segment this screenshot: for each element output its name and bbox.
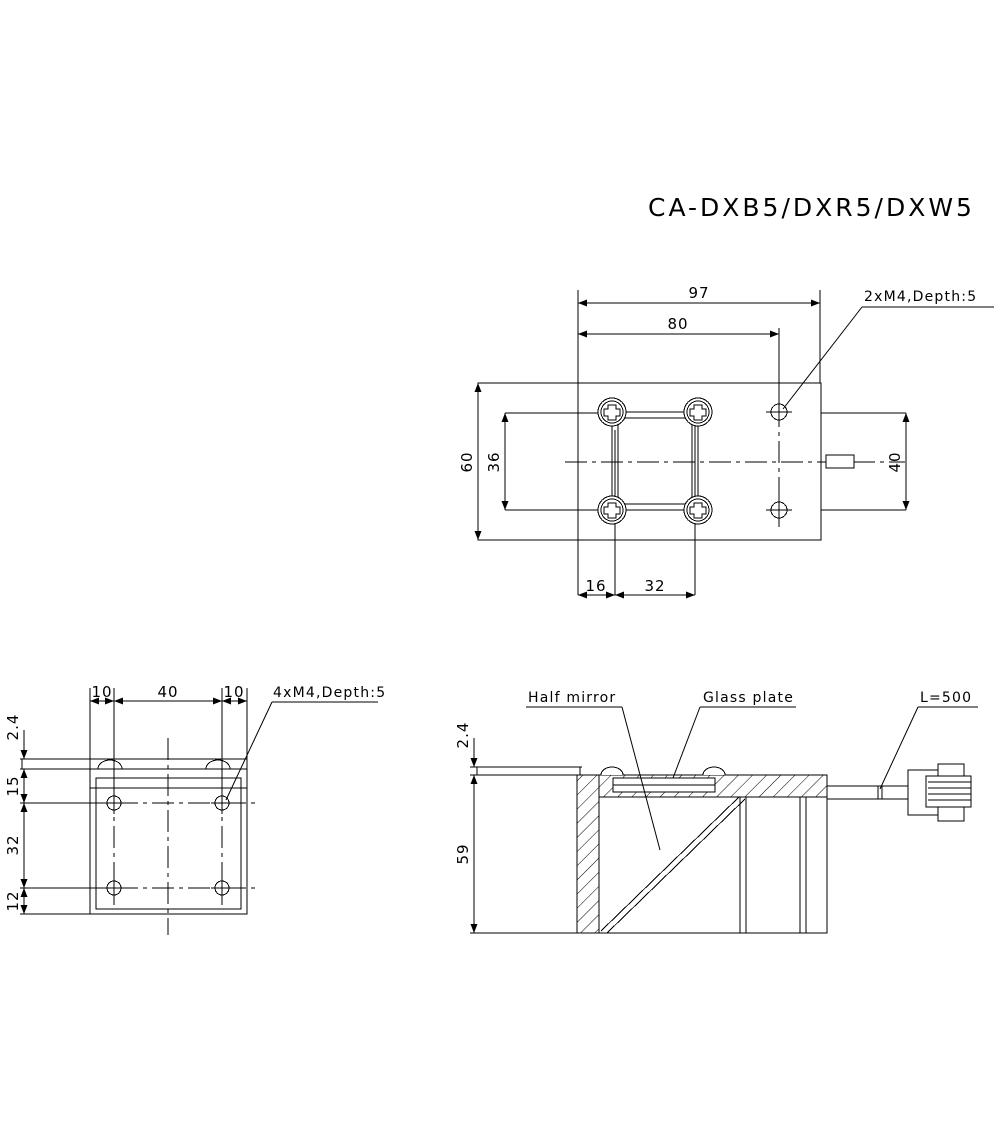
dimension-60: 60: [458, 383, 482, 540]
dimension-15: 15: [4, 769, 28, 803]
left-view-hole-upper-right: [211, 793, 233, 814]
dimension-10-right: 10: [222, 683, 247, 705]
screw-bottom-left: [597, 495, 627, 525]
dimension-40-left-text: 40: [157, 683, 178, 701]
section-view-body-outline: [576, 774, 828, 934]
dimension-36-text: 36: [485, 451, 503, 472]
dimension-2point4-section: 2.4: [454, 722, 478, 767]
dimension-97-text: 97: [688, 284, 709, 302]
top-view-bracket-inner: [617, 417, 693, 505]
section-view-flange-plate: [476, 766, 581, 776]
dimension-60-text: 60: [458, 451, 476, 472]
dimension-32-left-text: 32: [4, 834, 22, 855]
dimension-32-top-text: 32: [644, 577, 665, 595]
dimension-40-left-view: 40: [114, 683, 222, 705]
dimension-16: 16: [578, 577, 615, 599]
screw-bottom-right: [683, 495, 713, 525]
tapped-hole-callout-top-text: 2xM4,Depth:5: [864, 289, 977, 305]
screw-head-bump-right: [205, 759, 231, 770]
section-view: 2.4 59 Half mirror Glass plate L=500: [454, 690, 978, 934]
left-view-hole-lower-left: [103, 877, 125, 899]
dimension-36: 36: [485, 412, 615, 511]
dimension-12-text: 12: [4, 890, 22, 911]
screw-top-right: [683, 397, 713, 427]
dimension-59-text: 59: [454, 843, 472, 864]
cable-length-callout: L=500: [879, 690, 978, 790]
tapped-hole-upper: [766, 400, 792, 425]
section-cable: [826, 785, 911, 800]
dimension-32-top-view: 32: [615, 577, 695, 599]
tapped-hole-callout-left-text: 4xM4,Depth:5: [273, 685, 386, 701]
section-cavity-outline: [598, 796, 828, 934]
screw-top-left: [597, 397, 627, 427]
section-screw-bump-left: [600, 766, 624, 776]
left-side-view: 10 40 10 2.4 15 32 12: [4, 683, 386, 935]
dimension-2point4-left-view: 2.4: [4, 714, 28, 759]
dimension-59: 59: [454, 775, 478, 933]
dimension-80: 80: [578, 315, 779, 338]
glass-plate-callout: Glass plate: [672, 690, 796, 779]
dimension-97: 97: [578, 284, 820, 307]
screw-head-bump-left: [97, 759, 123, 770]
tapped-hole-lower: [766, 499, 792, 523]
left-view-hole-lower-right: [211, 877, 233, 899]
top-view: 97 80 60 36 40 16: [458, 284, 994, 599]
dimension-2point4-left-text: 2.4: [4, 714, 22, 741]
tapped-hole-callout-left: 4xM4,Depth:5: [225, 685, 386, 801]
cable-stub-top-view: [825, 454, 866, 469]
section-screw-bump-right: [702, 766, 726, 776]
dimension-15-text: 15: [4, 775, 22, 796]
half-mirror-callout: Half mirror: [526, 690, 661, 851]
section-wall-left-hatch: [576, 774, 600, 934]
dimension-80-text: 80: [667, 315, 688, 333]
half-mirror-callout-text: Half mirror: [528, 690, 616, 706]
glass-plate-callout-text: Glass plate: [703, 690, 794, 706]
drawing-title: CA-DXB5/DXR5/DXW5: [648, 193, 975, 222]
dimension-12: 12: [4, 888, 28, 914]
dimension-2point4-section-text: 2.4: [454, 722, 472, 749]
dimension-10-right-text: 10: [223, 683, 244, 701]
dimension-32-left-view: 32: [4, 803, 28, 888]
dimension-40: 40: [821, 412, 910, 511]
cable-length-callout-text: L=500: [920, 690, 972, 706]
top-view-bracket-outer: [611, 411, 699, 511]
dimension-10-left: 10: [90, 683, 114, 705]
modular-connector: [907, 763, 972, 822]
half-mirror-element: [600, 796, 746, 934]
dimension-16-text: 16: [585, 577, 606, 595]
dimension-10-left-text: 10: [91, 683, 112, 701]
tapped-hole-callout-top: 2xM4,Depth:5: [782, 289, 994, 410]
